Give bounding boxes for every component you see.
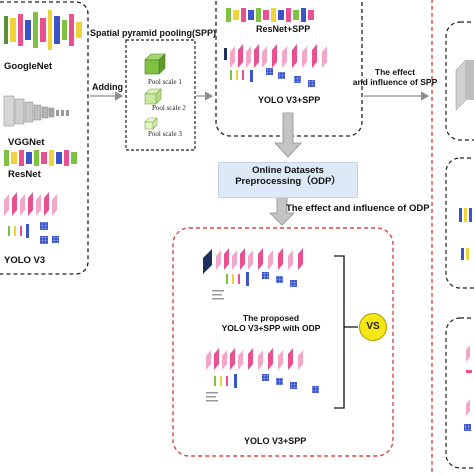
vggnet-diagram (3, 95, 69, 127)
yolov3-spp-diagram (224, 44, 327, 87)
resnet-label: ResNet (8, 169, 41, 180)
spp-models-panel (215, 0, 363, 137)
spp-dashed-border (125, 39, 196, 151)
backbone-dashed-border (0, 1, 89, 275)
proposed-line-1: The proposed (242, 313, 300, 323)
right-subpanel-bottom (445, 317, 474, 469)
pool-scale-2-label: Pool scale 2 (152, 104, 186, 112)
down-arrow-to-proposed (269, 195, 295, 226)
googlenet-diagram (4, 10, 82, 50)
odp-line-1: Online Datasets (252, 165, 324, 176)
resnet-spp-label: ResNet+SPP (256, 24, 311, 34)
proposed-yolov3-diagram (203, 248, 303, 300)
odp-box (218, 162, 358, 198)
pool-scale-1-cube (144, 53, 166, 75)
spp-effect-label: The effect and influence of SPP (350, 67, 440, 88)
backbone-networks-panel (0, 1, 89, 275)
odp-effect-label: The effect and influence of ODP (286, 203, 430, 214)
resnet-diagram (4, 150, 77, 166)
resnet-spp-diagram (226, 8, 314, 22)
yolov3-diagram (4, 192, 59, 244)
odp-label: Online Datasets Preprocessing（ODP） (218, 165, 358, 188)
right-middle-diagram (459, 208, 472, 260)
right-red-dashed-border (431, 0, 433, 474)
proposed-line-2: YOLO V3+SPP with ODP (221, 322, 321, 333)
spp-title: Spatial pyramid pooling(SPP) (90, 28, 217, 38)
pool-scale-3-label: Pool scale 3 (148, 130, 182, 138)
spp-panel (125, 39, 196, 151)
odp-line-2: Preprocessing（ODP） (235, 175, 341, 187)
right-subpanel-middle (445, 157, 474, 289)
adding-label: Adding (92, 82, 123, 92)
proposed-label: The proposed YOLO V3+SPP with ODP (196, 313, 346, 334)
right-top-diagram (455, 59, 474, 111)
yolov3-spp-top-label: YOLO V3+SPP (258, 95, 321, 105)
spp-models-dashed-border (215, 0, 363, 137)
vs-badge: VS (359, 313, 387, 341)
pool-scale-1-label: Pool scale 1 (148, 78, 182, 86)
down-arrow-to-odp (274, 112, 302, 158)
right-bottom-diagram (464, 345, 472, 431)
pool-scale-3-cube (144, 117, 158, 130)
spp-effect-line-2: and influence of SPP (352, 76, 438, 87)
pool-scale-2-cube (144, 88, 162, 105)
yolov3-label: YOLO V3 (4, 255, 46, 266)
vggnet-label: VGGNet (8, 137, 45, 148)
proposed-red-dashed-border (172, 227, 394, 457)
yolov3-spp-bottom-label: YOLO V3+SPP (244, 436, 307, 446)
googlenet-label: GoogleNet (4, 61, 53, 72)
proposed-model-panel (172, 227, 394, 457)
right-results-panel (431, 0, 474, 474)
baseline-yolov3-spp-diagram (206, 348, 319, 402)
spp-effect-line-1: The effect (374, 67, 416, 77)
comparison-bracket (334, 255, 358, 409)
